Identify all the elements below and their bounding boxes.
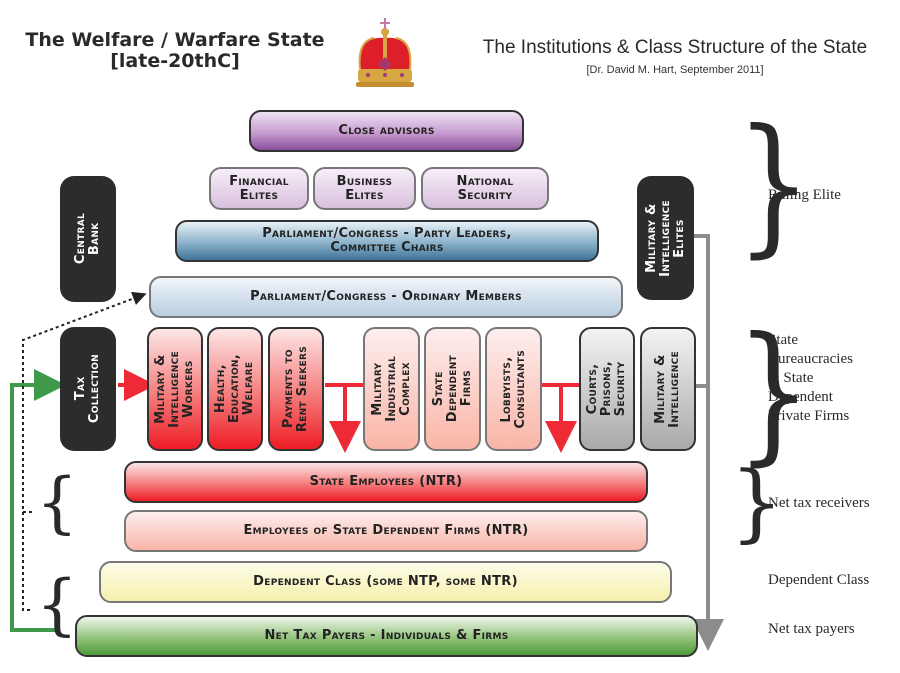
tax-flow-arrow: [10, 369, 66, 632]
net-tax-payers-box: Net Tax Payers - Individuals & Firms: [75, 615, 698, 657]
firm-military-industrial-complex: Military Industrial Complex: [363, 327, 420, 451]
main-title: The Welfare / Warfare State [late-20thC]: [0, 30, 350, 72]
right-brace-bureaucracies: }: [735, 306, 812, 480]
bureau-label: Payments to Rent Seekers: [281, 345, 310, 433]
bureau-military-intelligence: Military & Intelligence: [640, 327, 696, 451]
bureau-military-intel-workers: Military & Intelligence Workers: [147, 327, 203, 451]
bureau-health-education-welfare: Health, Education, Welfare: [207, 327, 263, 451]
right-brace-ruling-elite: }: [735, 98, 812, 272]
bureau-label: Military & Intelligence Workers: [153, 350, 196, 428]
left-brace-receivers: {: [36, 464, 78, 541]
central-bank-box: Central Bank: [60, 176, 116, 302]
bureau-label: State Dependent Firms: [430, 355, 474, 423]
financial-elites-box: Financial Elites: [209, 167, 309, 210]
tax-collection-label: Tax Collection: [73, 354, 102, 424]
left-brace-dependents: {: [36, 566, 78, 643]
label-state-bureaucracies: State Bureaucracies & State Dependent Pr…: [768, 332, 853, 424]
military-intelligence-elites-box: Military & Intelligence Elites: [637, 176, 694, 300]
label-ruling-elite: Ruling Elite: [768, 187, 841, 203]
ordinary-members-box: Parliament/Congress - Ordinary Members: [149, 276, 623, 318]
central-bank-label: Central Bank: [73, 213, 102, 265]
main-title-line2: [late-20thC]: [110, 50, 240, 72]
label-net-tax-payers: Net tax payers: [768, 621, 855, 637]
bureau-label: Lobbyists, Consultants: [498, 349, 528, 429]
bureau-label: Military Industrial Complex: [369, 356, 413, 422]
bureau-label: Military & Intelligence: [653, 350, 682, 428]
firm-lobbyists-consultants: Lobbyists, Consultants: [485, 327, 542, 451]
state-employees-box: State Employees (NTR): [124, 461, 648, 503]
bureau-courts-prisons-security: Courts, Prisons, Security: [579, 327, 635, 451]
label-net-tax-receivers: Net tax receivers: [768, 495, 870, 511]
dependent-firm-employees-box: Employees of State Dependent Firms (NTR): [124, 510, 648, 552]
bureau-payments-rent-seekers: Payments to Rent Seekers: [268, 327, 324, 451]
diagram-author: [Dr. David M. Hart, September 2011]: [586, 64, 764, 76]
military-intelligence-elites-label: Military & Intelligence Elites: [643, 199, 687, 277]
dependent-class-box: Dependent Class (some NTP, some NTR): [99, 561, 672, 603]
diagram-title: The Institutions & Class Structure of th…: [482, 37, 868, 58]
firm-state-dependent-firms: State Dependent Firms: [424, 327, 481, 451]
right-brace-receivers: }: [730, 453, 784, 551]
main-title-line1: The Welfare / Warfare State: [25, 29, 325, 51]
national-security-box: National Security: [421, 167, 549, 210]
business-elites-box: Business Elites: [313, 167, 416, 210]
label-dependent-class: Dependent Class: [768, 572, 870, 588]
bureau-label: Courts, Prisons, Security: [585, 361, 628, 417]
tax-collection-box: Tax Collection: [60, 327, 116, 451]
party-leaders-box: Parliament/Congress - Party Leaders, Com…: [175, 220, 599, 262]
bureau-label: Health, Education, Welfare: [213, 354, 256, 424]
crown-icon: [356, 18, 414, 87]
close-advisors-box: Close advisors: [249, 110, 524, 152]
